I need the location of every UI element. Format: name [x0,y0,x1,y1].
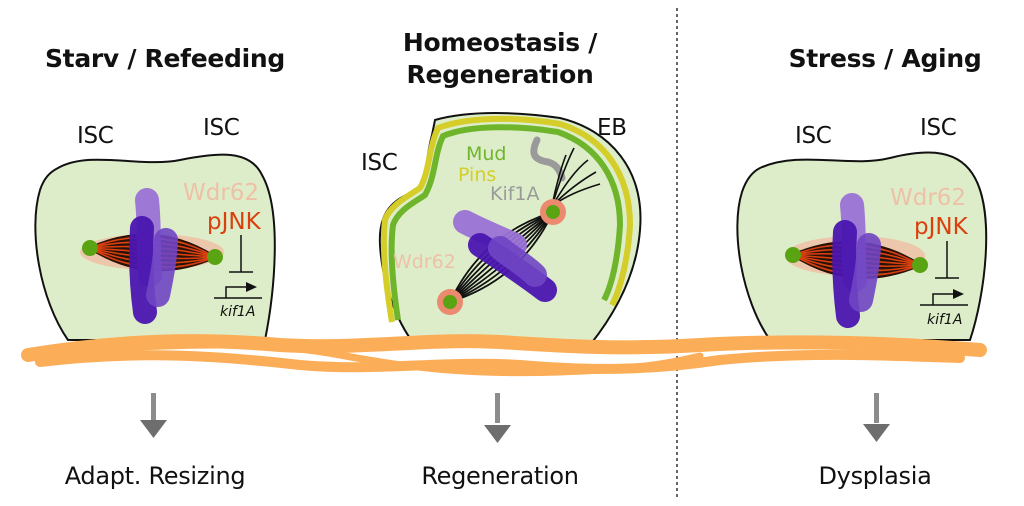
cell-label-eb: EB [597,115,627,141]
label-wdr62: Wdr62 [890,185,966,211]
cell-stress-aging: Wdr62 pJNK kif1A [736,151,988,341]
chromosomes [453,210,557,302]
label-wdr62: Wdr62 [183,180,259,206]
chromosomes [832,193,881,328]
panel-title-line2: Regeneration [406,60,594,89]
spindle-pole [546,205,560,219]
panel-title-stress: Stress / Aging [788,44,982,73]
outcome-arrow [484,393,511,443]
cell-label-isc: ISC [361,150,398,176]
inhibition-symbol [229,235,253,273]
label-pjnk: pJNK [207,209,262,235]
cell-homeostasis: Mud Pins Kif1A Wdr62 [378,112,642,346]
chromosomes [129,188,178,324]
cell-label-isc: ISC [77,123,114,149]
outcome-arrow [140,393,167,438]
inhibition-symbol [935,241,959,279]
spindle-pole [785,247,801,263]
basement-membrane [21,334,987,377]
gene-promoter-arrow [214,282,262,299]
outcome-label-resizing: Adapt. Resizing [64,462,246,490]
outcome-arrow [863,393,890,442]
spindle-pole [912,257,928,273]
pins-crescent [380,115,634,323]
label-gene-kif1a: kif1A [927,312,962,328]
cell-label-isc: ISC [795,123,832,149]
cell-label-isc: ISC [203,115,240,141]
panel-title-line1: Homeostasis / [402,28,598,57]
cell-label-isc: ISC [920,115,957,141]
spindle-pole [82,240,98,256]
panel-title-starv: Starv / Refeeding [44,44,286,73]
spindle-pole [443,295,457,309]
panel-title-homeostasis: Homeostasis / Regeneration [370,27,630,91]
outcome-label-dysplasia: Dysplasia [818,462,932,490]
label-pins: Pins [458,164,496,186]
label-pjnk: pJNK [914,214,969,240]
label-kif1a: Kif1A [490,183,540,205]
label-mud: Mud [466,143,507,165]
outcome-label-regeneration: Regeneration [421,462,579,490]
gene-promoter-arrow [920,289,968,306]
cell-starv-refeeding: Wdr62 pJNK kif1A [34,153,276,341]
label-wdr62: Wdr62 [393,251,456,273]
label-gene-kif1a: kif1A [220,304,255,320]
spindle-pole [207,249,223,265]
mud-crescent [388,124,624,321]
